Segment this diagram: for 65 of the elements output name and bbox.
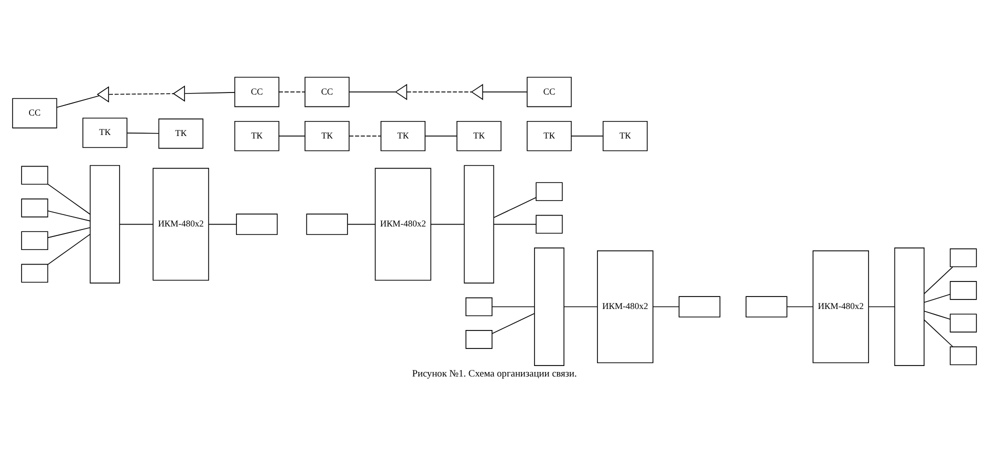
node-box — [21, 264, 48, 283]
connector — [924, 294, 951, 303]
connector — [47, 184, 90, 215]
connector — [494, 224, 536, 225]
node-box — [21, 231, 48, 250]
connector — [924, 320, 953, 347]
node-box: ИКМ-480x2 — [812, 250, 869, 364]
node-box — [894, 248, 925, 366]
node-box: ИКМ-480x2 — [152, 168, 210, 281]
node-box — [90, 165, 120, 284]
node-box — [950, 314, 977, 332]
connector — [492, 306, 535, 308]
node-box: ТК — [82, 118, 128, 148]
node-box — [466, 297, 492, 316]
connector — [652, 306, 680, 308]
connector — [108, 93, 174, 95]
node-triangle — [394, 84, 408, 100]
caption: Рисунок №1. Схема организации связи. — [412, 368, 577, 380]
connector — [347, 224, 376, 225]
connector — [564, 306, 598, 308]
node-box: СС — [526, 76, 572, 108]
node-box — [536, 214, 563, 234]
node-box: ТК — [456, 120, 502, 152]
node-box — [536, 182, 563, 201]
node-box: ИКМ-480x2 — [374, 168, 432, 281]
node-box — [306, 214, 348, 235]
connector — [868, 306, 895, 308]
node-box: СС — [234, 76, 280, 108]
node-box — [464, 165, 494, 284]
node-box — [21, 198, 48, 218]
connector — [492, 313, 535, 334]
node-box: ТК — [602, 120, 648, 152]
node-box: СС — [304, 76, 350, 108]
connector — [430, 224, 465, 225]
node-box — [236, 214, 278, 235]
connector — [494, 197, 536, 218]
node-triangle — [470, 84, 484, 100]
connector — [47, 227, 90, 238]
connector — [208, 224, 237, 225]
node-triangle — [172, 85, 185, 102]
node-triangle — [96, 86, 109, 103]
node-box — [21, 166, 48, 185]
connector — [56, 95, 100, 108]
node-box — [950, 346, 977, 366]
node-box: СС — [12, 98, 58, 128]
node-box — [950, 248, 977, 268]
connector — [47, 210, 90, 222]
node-box: ТК — [158, 118, 204, 149]
node-box: ИКМ-480x2 — [597, 250, 654, 364]
connector — [786, 306, 814, 308]
connector — [184, 92, 235, 94]
node-box: ТК — [526, 120, 572, 152]
connector — [47, 234, 90, 265]
node-box: ТК — [304, 120, 350, 152]
node-box — [746, 296, 788, 318]
connector — [924, 266, 953, 294]
node-box — [466, 330, 492, 349]
node-box — [678, 296, 720, 318]
connector — [119, 224, 154, 225]
node-box: ТК — [380, 120, 426, 152]
node-box — [950, 281, 977, 300]
connector — [126, 132, 159, 134]
connector — [924, 310, 951, 320]
node-box: ТК — [234, 120, 280, 152]
node-box — [534, 248, 564, 366]
